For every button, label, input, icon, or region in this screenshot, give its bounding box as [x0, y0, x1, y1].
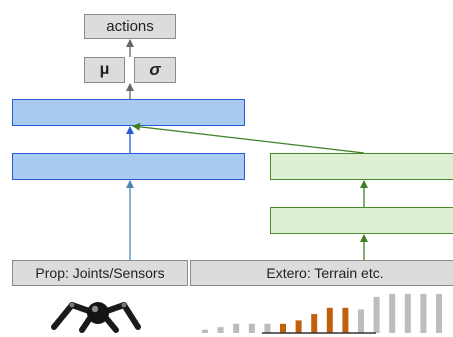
terrain-bar	[311, 314, 318, 333]
prop-input-box: Prop: Joints/Sensors	[12, 260, 188, 286]
terrain-bar	[264, 323, 271, 333]
proprio-encoder-layer	[12, 153, 245, 180]
extero-input-label: Extero: Terrain etc.	[266, 265, 384, 281]
extero-input-box: Extero: Terrain etc.	[190, 260, 453, 286]
policy-top-layer	[12, 99, 245, 126]
terrain-bar	[248, 323, 255, 333]
terrain-bar	[420, 293, 427, 333]
actions-box: actions	[84, 14, 176, 39]
prop-input-label: Prop: Joints/Sensors	[35, 265, 165, 281]
terrain-bar	[358, 309, 364, 333]
terrain-bar	[280, 323, 286, 333]
terrain-bar	[373, 296, 380, 333]
mu-label: μ	[99, 61, 110, 78]
mu-box: μ	[84, 57, 125, 83]
terrain-bar	[326, 307, 333, 333]
terrain-bar	[202, 329, 208, 333]
extero-encoder-bottom-layer	[270, 207, 453, 234]
terrain-bar	[342, 307, 349, 333]
robot-leg-icon	[51, 302, 141, 333]
terrain-bar	[233, 323, 240, 333]
terrain-bar	[436, 293, 442, 333]
sigma-label: σ	[149, 60, 161, 79]
terrain-bar	[217, 327, 224, 333]
extero-encoder-top-layer	[270, 153, 453, 180]
sigma-box: σ	[134, 57, 176, 83]
arrow-extero-to-top	[132, 122, 365, 154]
terrain-bar	[389, 293, 396, 333]
terrain-bar	[295, 320, 302, 333]
terrain-heightmap-icon	[202, 293, 442, 334]
actions-label: actions	[106, 18, 154, 35]
terrain-bar	[404, 293, 411, 333]
